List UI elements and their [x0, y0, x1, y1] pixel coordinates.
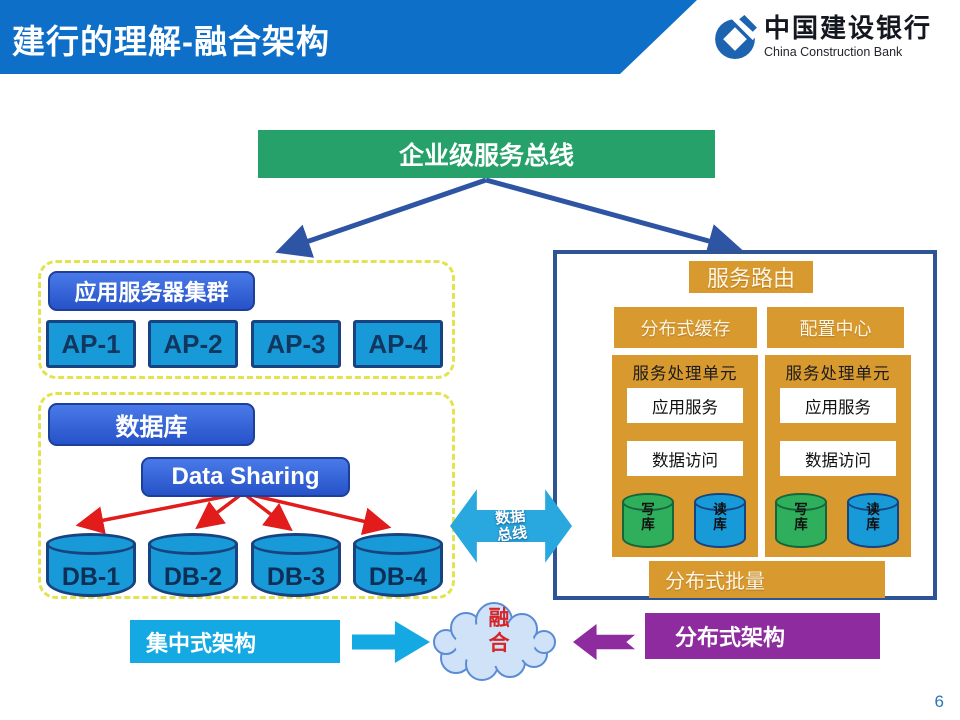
app-service-box: 应用服务 [627, 388, 743, 423]
read-db-label: 读库 [713, 502, 727, 532]
database-group: 数据库 Data Sharing DB-1 DB-2 DB-3 DB-4 [38, 392, 455, 599]
app-cluster-label: 应用服务器集群 [48, 271, 255, 311]
ccb-logo-text: 中国建设银行 China Construction Bank [764, 13, 933, 59]
ccb-logo-en: China Construction Bank [764, 44, 903, 59]
ccb-logo-icon [715, 15, 757, 59]
ap-node-1: AP-1 [46, 320, 136, 368]
cylinder-body [46, 544, 136, 597]
esb-to-routing-arrow [485, 177, 743, 258]
write-db-cylinder: 写库 [622, 493, 674, 548]
ccb-logo-cn: 中国建设银行 [764, 13, 933, 44]
db-cylinder-label: DB-2 [163, 563, 223, 591]
ap-node-2: AP-2 [148, 320, 238, 368]
cylinder-top [694, 493, 746, 511]
app-cluster-group: 应用服务器集群 AP-1 AP-2 AP-3 AP-4 [38, 260, 455, 379]
app-service-box: 应用服务 [780, 388, 896, 423]
db-cylinder-2: DB-2 [148, 533, 238, 597]
fusion-cloud [433, 602, 556, 681]
db-cylinder-1: DB-1 [46, 533, 136, 597]
read-db-cylinder: 读库 [694, 493, 746, 548]
db-cylinder-label: DB-4 [368, 563, 428, 591]
sharing-to-db4-arrow [242, 491, 392, 536]
db-cylinder-4: DB-4 [353, 533, 443, 597]
cylinder-top [148, 533, 238, 555]
title-bar: 建行的理解-融合架构 [0, 0, 697, 74]
distributed-batch-box: 分布式批量 [649, 561, 885, 598]
config-center-box: 配置中心 [767, 307, 904, 348]
esb-to-cluster-arrow [275, 177, 487, 258]
centralized-architecture-box: 集中式架构 [130, 620, 340, 663]
sharing-to-db1-arrow [75, 491, 244, 535]
cylinder-body [847, 502, 899, 548]
cylinder-top [775, 493, 827, 511]
distributed-architecture-box: 分布式架构 [645, 613, 880, 659]
data-access-box: 数据访问 [627, 441, 743, 476]
data-bus-label: 数据总线 [494, 507, 528, 545]
sharing-to-db2-arrow [195, 491, 245, 530]
sharing-to-db3-arrow [241, 491, 293, 532]
ap-node-3: AP-3 [251, 320, 341, 368]
service-unit-title: 服务处理单元 [785, 365, 891, 383]
cylinder-top [622, 493, 674, 511]
cylinder-top [353, 533, 443, 555]
service-routing-panel: 服务路由 分布式缓存 配置中心 服务处理单元 应用服务 数据访问 写库 读库 服… [553, 250, 937, 600]
esb-box: 企业级服务总线 [258, 130, 715, 178]
page-number: 6 [934, 692, 944, 711]
service-unit-title: 服务处理单元 [632, 365, 738, 383]
service-unit-2: 服务处理单元 应用服务 数据访问 写库 读库 [765, 355, 911, 557]
fusion-label: 融合 [488, 607, 510, 656]
cylinder-top [46, 533, 136, 555]
service-unit-1: 服务处理单元 应用服务 数据访问 写库 读库 [612, 355, 758, 557]
write-db-cylinder: 写库 [775, 493, 827, 548]
page-title: 建行的理解-融合架构 [12, 23, 330, 60]
db-cylinder-label: DB-1 [61, 563, 121, 591]
data-access-box: 数据访问 [780, 441, 896, 476]
database-label: 数据库 [48, 403, 255, 446]
write-db-label: 写库 [794, 502, 808, 532]
cylinder-top [847, 493, 899, 511]
read-db-cylinder: 读库 [847, 493, 899, 548]
read-db-label: 读库 [866, 502, 880, 532]
cylinder-top [251, 533, 341, 555]
write-db-label: 写库 [641, 502, 655, 532]
ccb-logo: 中国建设银行 China Construction Bank [712, 14, 932, 60]
service-routing-title: 服务路由 [689, 261, 813, 293]
db-cylinder-label: DB-3 [266, 563, 326, 591]
db-cylinder-3: DB-3 [251, 533, 341, 597]
distributed-cache-box: 分布式缓存 [614, 307, 757, 348]
data-sharing-box: Data Sharing [141, 457, 350, 497]
ap-node-4: AP-4 [353, 320, 443, 368]
cylinder-body [148, 544, 238, 597]
